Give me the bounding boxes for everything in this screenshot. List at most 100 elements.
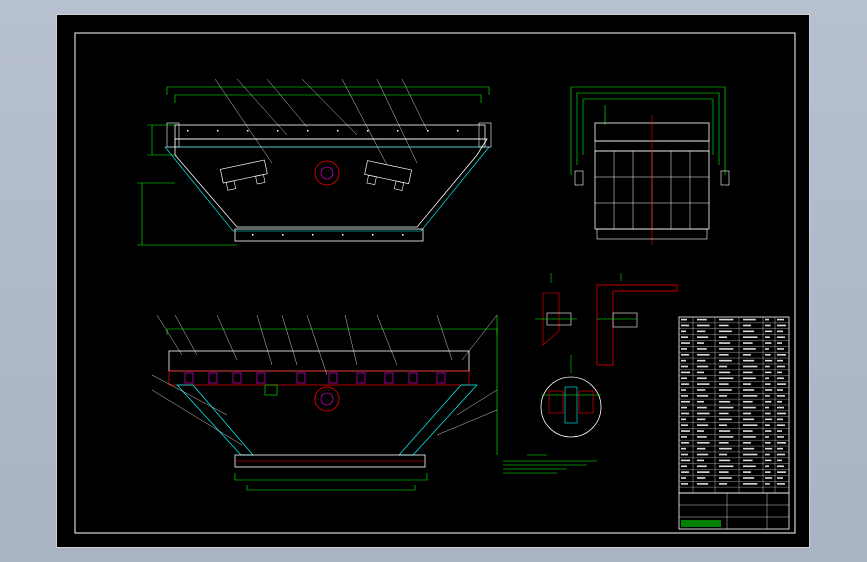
parts-list-cell-mark: [719, 318, 734, 321]
parts-list-cell-mark: [777, 342, 782, 344]
parts-list-cell-mark: [777, 418, 783, 421]
parts-list-cell-mark: [681, 483, 688, 485]
parts-list-cell-mark: [681, 436, 687, 438]
parts-list-cell-mark: [719, 330, 732, 333]
parts-list-cell-mark: [765, 459, 772, 462]
parts-list-cell-mark: [681, 377, 687, 380]
parts-list-cell-mark: [681, 424, 688, 426]
parts-list-cell-mark: [681, 477, 686, 479]
parts-list-cell-mark: [743, 324, 751, 327]
parts-list-cell-mark: [681, 406, 687, 409]
parts-list-cell-mark: [743, 483, 758, 485]
parts-list-cell-mark: [681, 430, 690, 432]
parts-list-cell-mark: [777, 483, 785, 485]
parts-list-cell-mark: [765, 436, 769, 438]
parts-list-cell-mark: [697, 354, 710, 356]
parts-list-cell-mark: [765, 324, 771, 327]
detail-b-view: [596, 273, 678, 366]
parts-list-cell-mark: [777, 383, 786, 385]
parts-list-cell-mark: [765, 365, 770, 368]
parts-list-cell-mark: [681, 342, 690, 344]
parts-list-cell-mark: [719, 359, 732, 362]
parts-list-cell-mark: [697, 365, 709, 368]
parts-list-cell-mark: [777, 318, 784, 321]
parts-list-cell-mark: [743, 430, 753, 432]
front-elevation-view: [137, 78, 492, 246]
parts-list-cell-mark: [681, 354, 689, 356]
parts-list-cell-mark: [697, 418, 706, 421]
drawing-frame: [56, 14, 810, 548]
parts-list-cell-mark: [697, 324, 710, 327]
parts-list-cell-mark: [743, 348, 756, 350]
parts-list-cell-mark: [777, 442, 786, 444]
parts-list-cell-mark: [719, 342, 731, 344]
parts-list-cell-mark: [777, 471, 786, 473]
parts-list-cell-mark: [697, 348, 707, 350]
cad-drawing-sheet: [74, 32, 796, 534]
parts-list-cell-mark: [719, 348, 734, 350]
parts-list-cell-mark: [765, 406, 769, 409]
parts-list-cell-mark: [743, 377, 756, 380]
parts-list-cell-mark: [697, 430, 704, 432]
parts-list-cell-mark: [719, 406, 734, 409]
parts-list-cell-mark: [681, 365, 688, 368]
parts-list-cell-mark: [777, 424, 785, 426]
parts-list-cell-mark: [719, 354, 729, 356]
parts-list-cell-mark: [681, 371, 690, 374]
parts-list-cell-mark: [777, 395, 785, 397]
detail-a-view: [535, 273, 577, 346]
parts-list-cell-mark: [743, 459, 753, 462]
parts-list-cell-mark: [719, 424, 727, 426]
parts-list-cell-mark: [681, 459, 690, 462]
parts-list-cell-mark: [777, 371, 782, 374]
parts-list-cell-mark: [743, 424, 758, 426]
parts-list-cell-mark: [743, 471, 751, 473]
parts-list-cell-mark: [765, 383, 771, 385]
parts-list-cell-mark: [681, 348, 687, 350]
parts-list-cell-mark: [777, 377, 784, 380]
parts-list-cell-mark: [719, 400, 731, 403]
parts-list-cell-mark: [743, 447, 755, 450]
parts-list-cell-mark: [681, 324, 689, 327]
parts-list-cell-mark: [697, 336, 709, 338]
parts-list-cell-mark: [719, 418, 732, 421]
parts-list-cell-mark: [777, 465, 784, 468]
parts-list-cell-mark: [697, 389, 706, 391]
parts-list-cell-mark: [719, 377, 734, 380]
parts-list-cell-mark: [719, 389, 732, 391]
parts-list-cell-mark: [777, 365, 785, 368]
parts-list-cell-mark: [743, 359, 755, 362]
parts-list-cell-mark: [765, 430, 772, 432]
parts-list-cell-mark: [765, 395, 770, 397]
parts-list-cell-mark: [765, 330, 773, 333]
parts-list-cell-mark: [697, 453, 709, 456]
parts-list-cell-mark: [765, 453, 770, 456]
parts-list-cell-mark: [697, 471, 710, 473]
side-elevation-view: [570, 86, 730, 245]
parts-list-cell-mark: [777, 477, 783, 479]
parts-list-cell-mark: [681, 395, 688, 397]
parts-list-cell-mark: [765, 377, 769, 380]
parts-list-cell-mark: [765, 447, 773, 450]
parts-list-cell-mark: [697, 318, 707, 321]
parts-list-cell-mark: [777, 354, 786, 356]
parts-list-cell-mark: [777, 400, 782, 403]
title-block: [678, 492, 790, 530]
parts-list-cell-mark: [743, 418, 755, 421]
parts-list-cell-mark: [681, 359, 686, 362]
parts-list-cell-mark: [777, 430, 782, 432]
parts-list-cell-mark: [743, 365, 758, 368]
parts-list-cell-mark: [697, 371, 704, 374]
parts-list-cell-mark: [719, 395, 727, 397]
parts-list-cell-mark: [719, 324, 729, 327]
parts-list-cell-mark: [743, 400, 753, 403]
parts-list-cell-mark: [765, 477, 773, 479]
parts-list-cell-mark: [743, 436, 756, 438]
parts-list-cell-mark: [777, 453, 785, 456]
parts-list-cell-mark: [719, 336, 727, 338]
parts-list-cell-mark: [765, 465, 769, 468]
parts-list-cell-mark: [719, 465, 734, 468]
parts-list-cell-mark: [743, 371, 753, 374]
section-c-view: [540, 355, 602, 438]
parts-list-cell-mark: [743, 406, 756, 409]
